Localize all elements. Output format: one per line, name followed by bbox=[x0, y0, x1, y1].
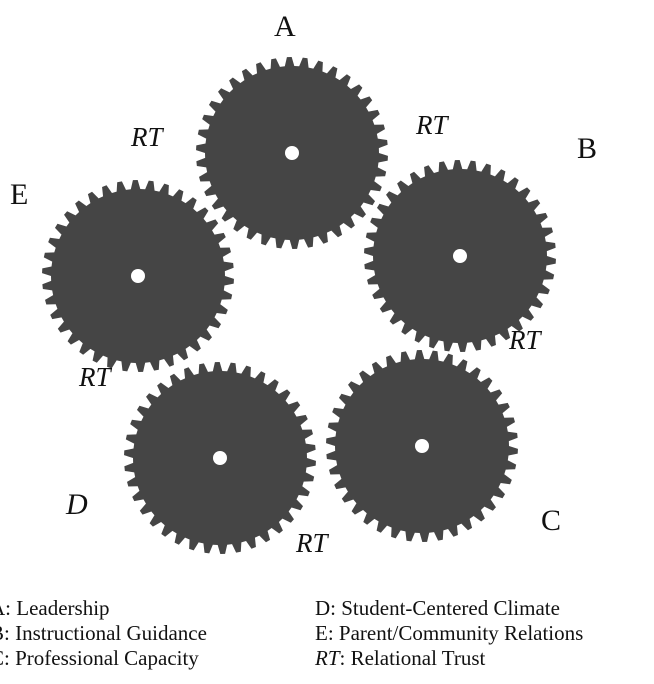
gear-c-label: C bbox=[541, 504, 562, 537]
legend-key: E bbox=[315, 621, 328, 645]
legend-left-column: A: Leadership B: Instructional Guidance … bbox=[0, 596, 207, 671]
rt-label-de: RT bbox=[79, 362, 111, 392]
rt-label-ab: RT bbox=[416, 110, 448, 140]
rt-label-bc: RT bbox=[509, 325, 541, 355]
legend-item-c: C: Professional Capacity bbox=[0, 646, 207, 671]
gear-d-hub bbox=[213, 451, 227, 465]
gear-a-hub bbox=[285, 146, 299, 160]
legend-key: B bbox=[0, 621, 4, 645]
gear-b-hub bbox=[453, 249, 467, 263]
legend-text: : Relational Trust bbox=[339, 646, 486, 670]
legend-item-rt: RT: Relational Trust bbox=[315, 646, 583, 671]
gear-c-hub bbox=[415, 439, 429, 453]
gear-e-hub bbox=[131, 269, 145, 283]
legend-text: : Professional Capacity bbox=[4, 646, 199, 670]
legend-item-e: E: Parent/Community Relations bbox=[315, 621, 583, 646]
legend-text: : Student-Centered Climate bbox=[330, 596, 560, 620]
rt-label-ae: RT bbox=[131, 122, 163, 152]
legend-key: A bbox=[0, 596, 5, 620]
legend-item-a: A: Leadership bbox=[0, 596, 207, 621]
legend-key: D bbox=[315, 596, 331, 620]
legend-text: : Leadership bbox=[5, 596, 110, 620]
rt-label-cd: RT bbox=[296, 528, 328, 558]
gear-b-label: B bbox=[577, 132, 598, 165]
legend-item-b: B: Instructional Guidance bbox=[0, 621, 207, 646]
gear-d-label: D bbox=[66, 488, 88, 521]
legend-text: : Parent/Community Relations bbox=[327, 621, 584, 645]
legend-item-d: D: Student-Centered Climate bbox=[315, 596, 583, 621]
gear-group bbox=[42, 57, 556, 554]
legend-text: : Instructional Guidance bbox=[4, 621, 207, 645]
legend-right-column: D: Student-Centered Climate E: Parent/Co… bbox=[315, 596, 583, 671]
legend-key: RT bbox=[315, 646, 340, 670]
gear-a-label: A bbox=[274, 10, 296, 43]
gear-e-label: E bbox=[10, 178, 29, 211]
legend-key: C bbox=[0, 646, 4, 670]
